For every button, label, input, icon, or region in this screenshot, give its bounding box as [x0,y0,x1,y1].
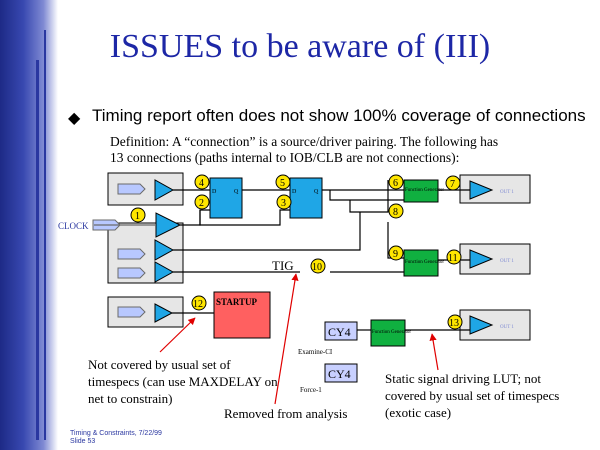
cy4-label-1: CY4 [328,325,351,339]
left-decorative-band [0,0,58,450]
note-not-covered: Not covered by usual set of timespecs (c… [88,357,278,406]
startup-block [213,291,271,339]
number-marker [130,207,146,223]
arrow-removed [274,273,299,405]
number-markers: 1 2 3 4 5 6 7 8 9 10 11 12 13 [130,174,463,330]
number-label: 9 [393,249,398,260]
number-label: 6 [393,178,398,189]
number-label: 13 [449,318,459,329]
ff-d-label: D [212,189,217,195]
slide-title: ISSUES to be aware of (III) [109,28,491,65]
fg-label-3: Function Generator [372,330,411,335]
number-label: 5 [280,178,285,189]
wires [94,180,470,331]
band-line [44,30,46,440]
definition-text: Definition: A “connection” is a source/d… [110,134,499,165]
number-label: 1 [135,211,140,222]
footer-line-1: Timing & Constraints, 7/22/99 [70,430,162,437]
number-marker [275,174,291,190]
number-marker [388,203,404,219]
arrow-static [429,333,439,371]
cy4-box-2 [324,363,358,383]
number-label: 4 [199,178,204,189]
input-buffer-icon [154,239,175,261]
number-label: 8 [393,207,398,218]
footer: Timing & Constraints, 7/22/99 Slide 53 [70,430,162,446]
number-marker [388,174,404,190]
number-marker [447,314,463,330]
fg-label-1: Function Generator [405,188,444,193]
cy4-box-1 [324,321,358,341]
input-buffer-icon [154,179,175,201]
band-line [36,60,39,440]
number-marker [388,245,404,261]
number-marker [194,174,210,190]
ff-d-label: D [292,189,297,195]
cy4-label-2: CY4 [328,367,351,381]
function-generator-3 [370,319,406,347]
output-buffer-icon [469,315,494,335]
startup-label: STARTUP [216,297,258,307]
force-label: Force-1 [300,386,322,394]
ff-q-label: Q [314,189,319,195]
note-removed: Removed from analysis [224,406,348,421]
pad-icon [117,183,146,195]
tig-label: TIG [272,258,294,273]
input-buffer-icon [154,261,175,283]
number-label: 10 [312,262,322,273]
number-marker [445,175,461,191]
fg-label-2: Function Generator [405,260,444,265]
examine-label: Examine-CI [298,348,333,356]
function-generator-2 [403,249,439,277]
flip-flop-2 [289,177,323,219]
pad-icon [117,267,146,279]
number-marker [191,295,207,311]
out-label: OUT 1 [500,190,514,195]
output-buffer-icon [469,249,494,269]
function-generator-1 [403,179,439,203]
number-label: 11 [448,253,458,264]
number-marker [310,258,326,274]
pad-icon [117,306,146,318]
clock-label: CLOCK [58,221,89,231]
number-marker [276,194,292,210]
footer-line-2: Slide 53 [70,438,96,445]
number-marker [446,249,462,265]
out-label: OUT 1 [500,259,514,264]
bullet-icon: ◆ [68,110,81,127]
arrow-not-covered [159,317,196,353]
number-label: 3 [281,198,286,209]
out-label: OUT 1 [500,325,514,330]
bullet-text: Timing report often does not show 100% c… [92,106,586,125]
flip-flop-1 [209,177,243,219]
number-label: 2 [199,198,204,209]
note-static-signal: Static signal driving LUT; not covered b… [385,371,560,420]
number-marker [194,194,210,210]
input-buffer-icon [154,303,174,323]
annotation-arrows [159,273,439,405]
number-label: 12 [193,299,203,310]
ff-q-label: Q [234,189,239,195]
pad-icon [117,248,146,260]
number-label: 7 [450,179,455,190]
